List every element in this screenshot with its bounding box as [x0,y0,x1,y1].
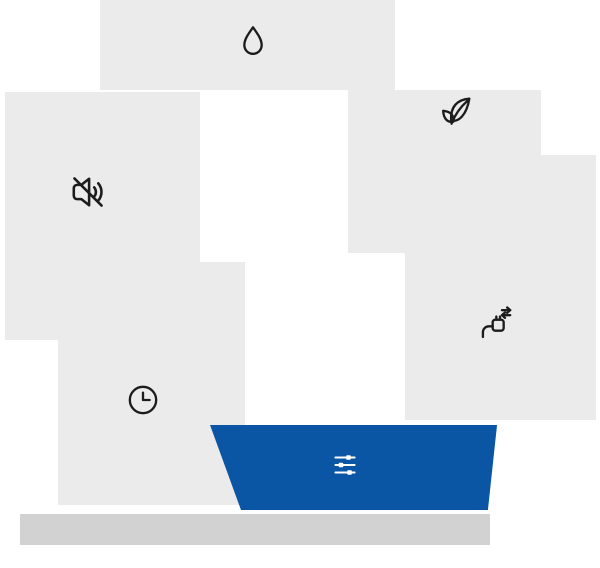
clock-icon [128,385,158,415]
bottom-bar [20,514,490,545]
tile-timer[interactable] [58,262,245,505]
tile-settings[interactable] [210,425,498,510]
plug-transfer-icon [481,306,512,339]
speaker-mute-icon [72,177,103,207]
sliders-icon [334,455,356,475]
tile-water[interactable] [100,0,395,90]
tile-connect[interactable] [405,155,596,420]
leaf-icon [442,97,471,125]
water-drop-icon [243,26,263,55]
